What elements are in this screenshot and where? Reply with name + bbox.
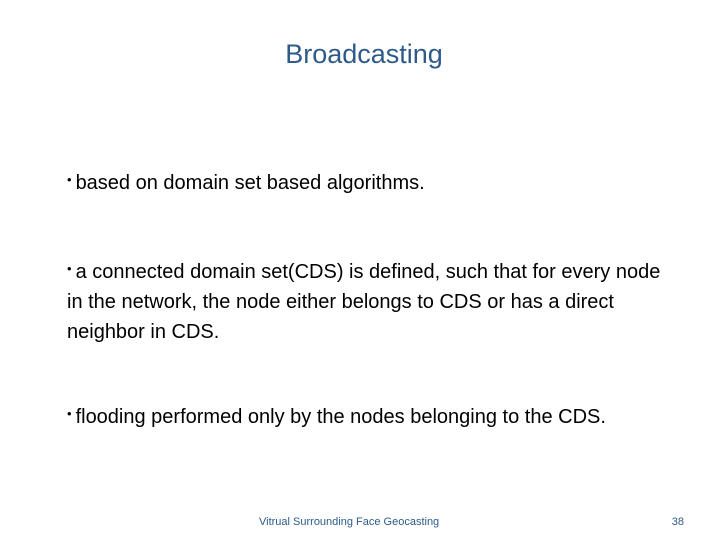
page-number: 38 [671,516,684,528]
bullet-item: •based on domain set based algorithms. [67,165,667,198]
bullet-marker: • [67,261,72,276]
bullet-marker: • [67,406,72,421]
bullet-marker: • [67,172,72,187]
slide-footer: Vitrual Surrounding Face Geocasting [259,516,440,528]
bullet-text: based on domain set based algorithms. [75,172,425,194]
bullet-item: •a connected domain set(CDS) is defined,… [67,254,667,347]
bullet-text: flooding performed only by the nodes bel… [75,406,606,428]
slide-title: Broadcasting [285,39,443,69]
bullet-item: •flooding performed only by the nodes be… [67,399,667,432]
bullet-text: a connected domain set(CDS) is defined, … [67,261,661,343]
